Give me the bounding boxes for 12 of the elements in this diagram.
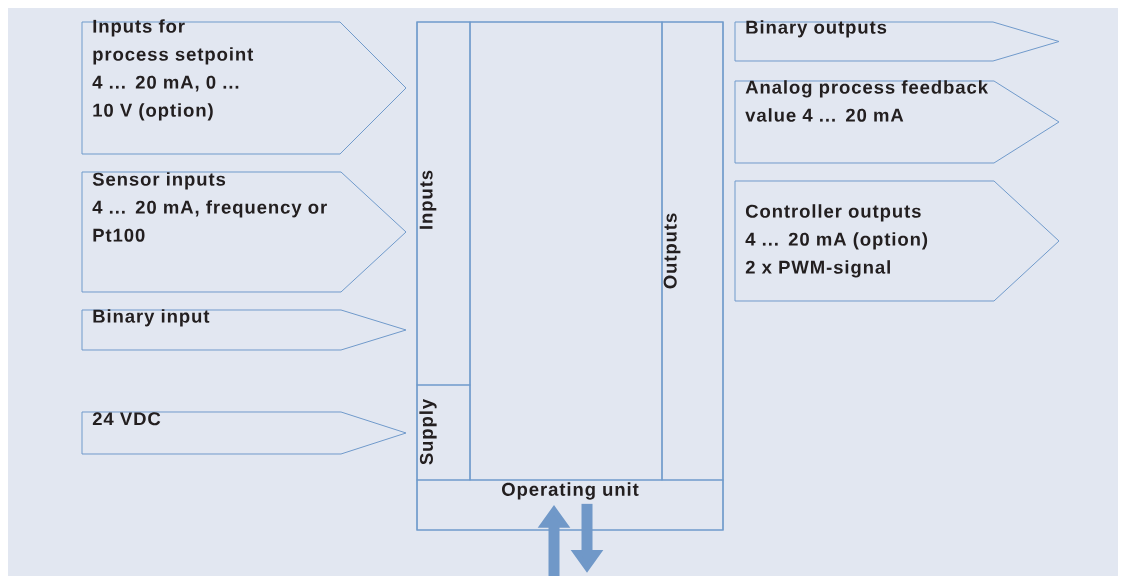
- pentagon-box: Binary input: [81, 309, 407, 351]
- processing-area: [469, 21, 663, 481]
- pentagon-box: Controller outputs 4 ... 20 mA (option) 2 x PWM-signal: [734, 180, 1060, 302]
- outputs-column: Outputs: [661, 21, 724, 481]
- operating-unit-band: Operating unit: [416, 479, 724, 531]
- inputs-column: Inputs: [416, 21, 471, 386]
- pentagon-box: 24 VDC: [81, 411, 407, 455]
- supply-section: Supply: [416, 384, 471, 481]
- pentagon-box: Sensor inputs 4 ... 20 mA, frequency or Pt100: [81, 171, 407, 293]
- pentagon-box: Inputs for process setpoint 4 ... 20 mA, 0 ... 10 V (option): [81, 19, 407, 155]
- pentagon-box: Binary outputs: [734, 20, 1060, 62]
- pentagon-box: Analog process feedback value 4 ... 20 mA: [734, 80, 1060, 164]
